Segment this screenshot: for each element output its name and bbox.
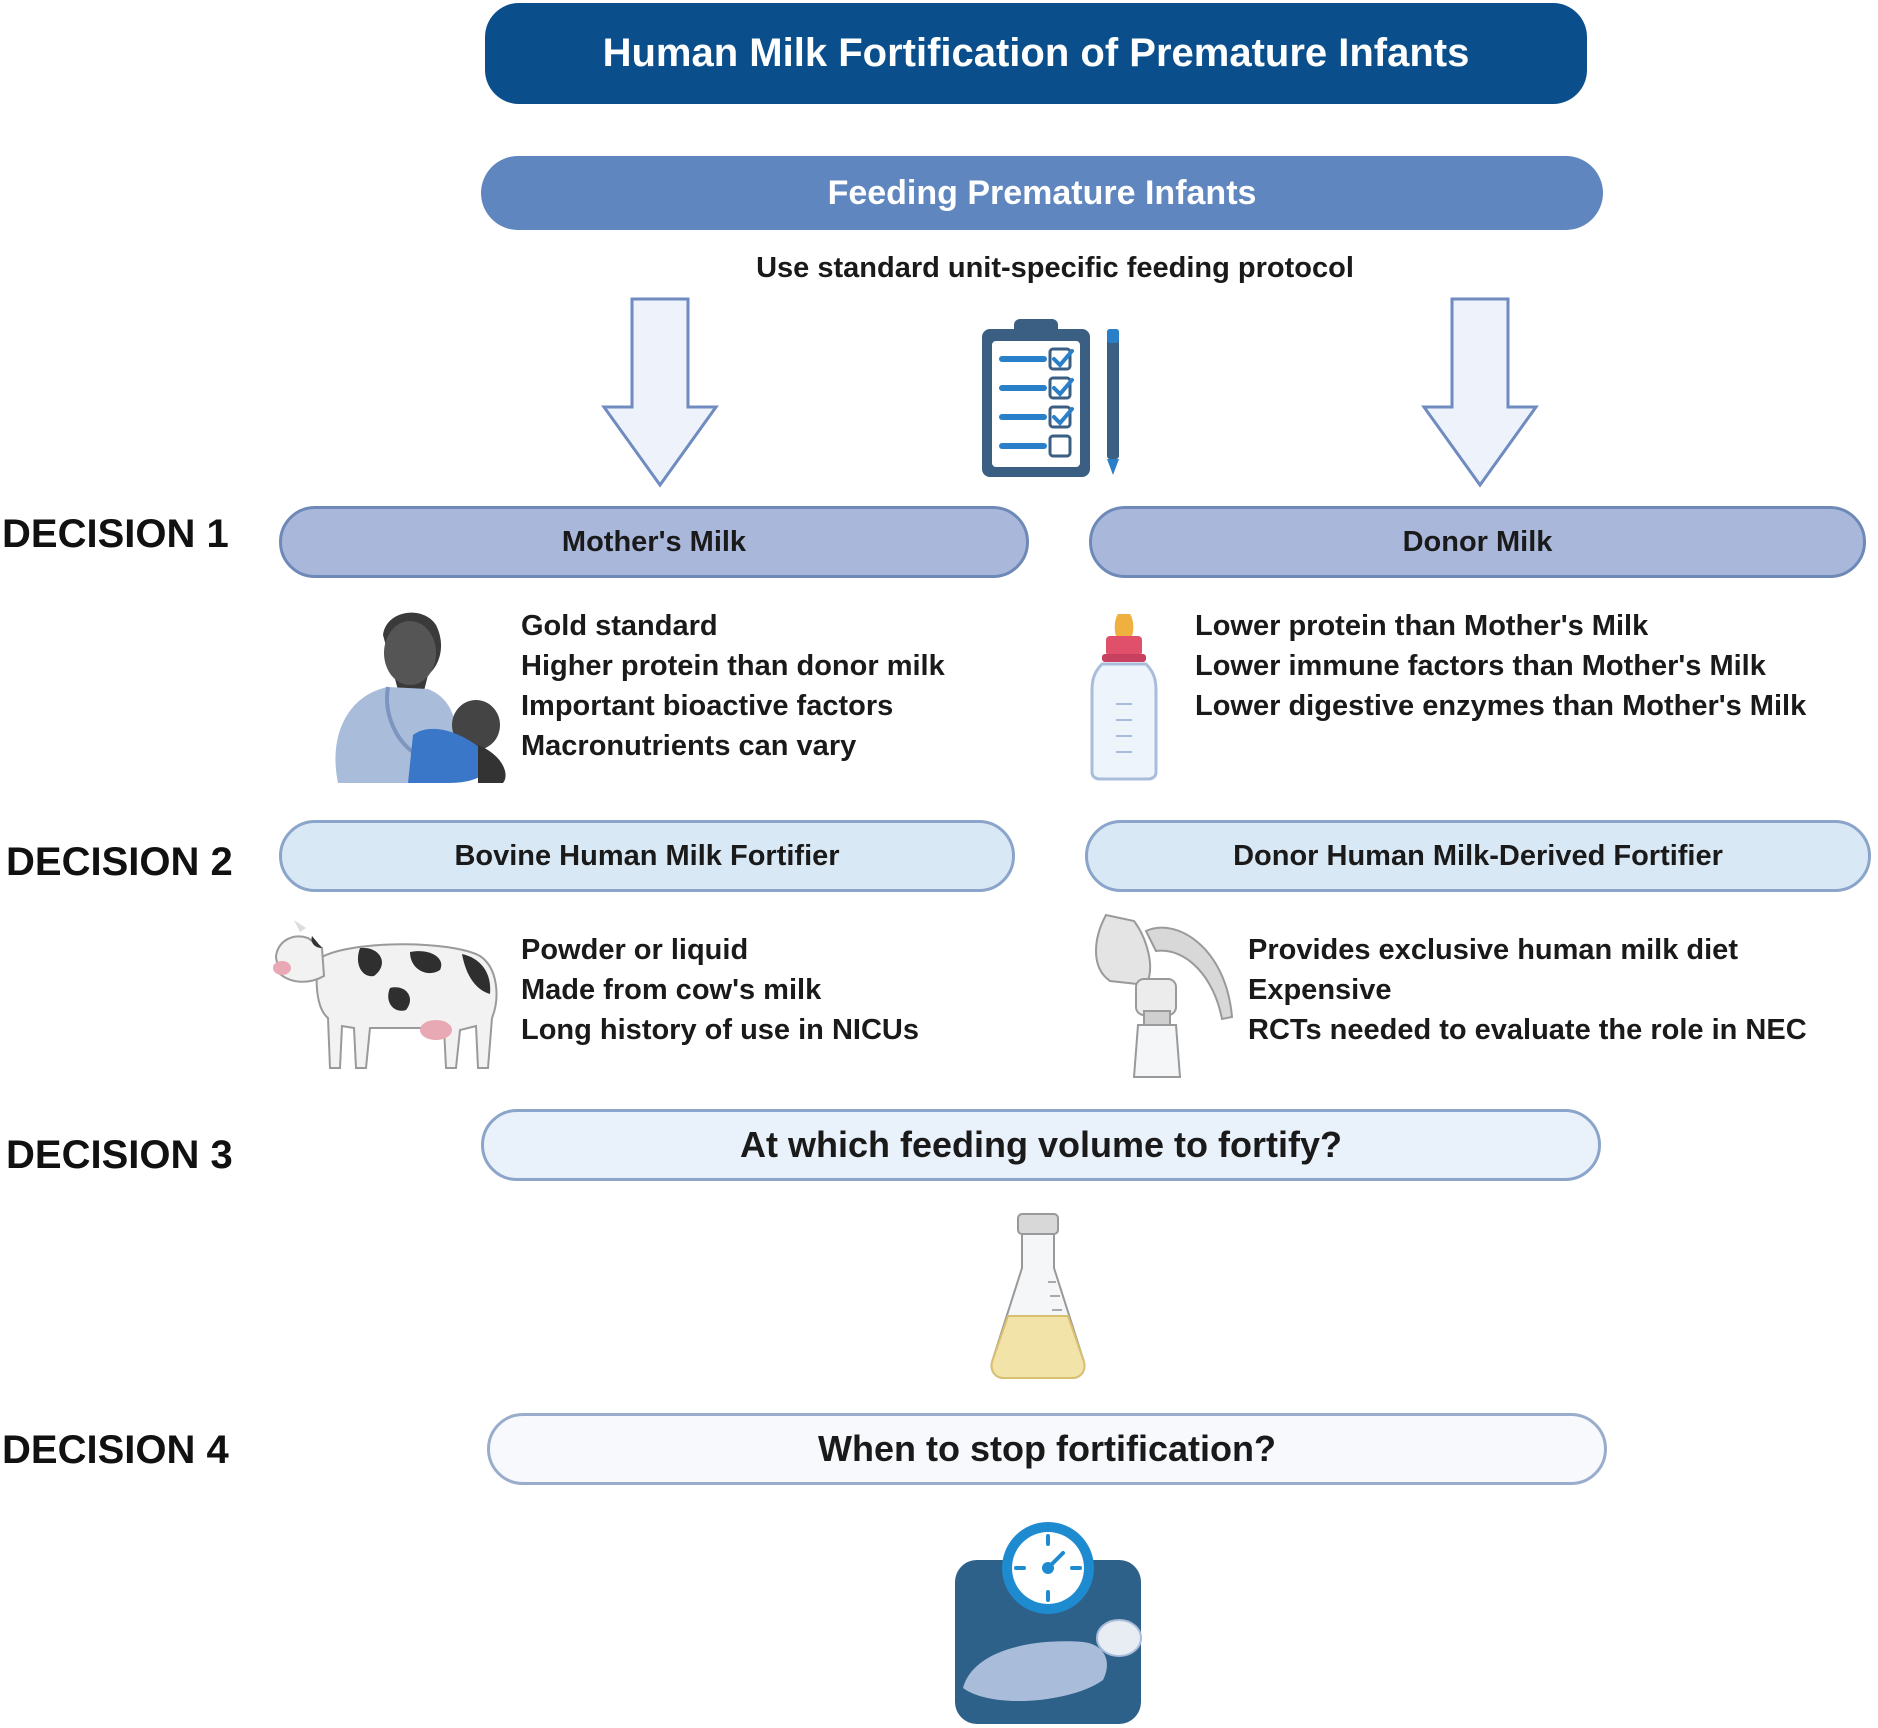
flask-icon: [990, 1213, 1086, 1379]
down-arrow-icon: [1421, 297, 1539, 488]
bovine-fortifier-label: Bovine Human Milk Fortifier: [454, 839, 840, 872]
list-item: Lower digestive enzymes than Mother's Mi…: [1195, 690, 1807, 722]
decision-4-question: When to stop fortification?: [818, 1428, 1276, 1469]
list-item: Lower protein than Mother's Milk: [1195, 610, 1649, 642]
breast-pump-icon: [1095, 913, 1234, 1078]
page-title: Human Milk Fortification of Premature In…: [602, 31, 1470, 75]
list-item: Provides exclusive human milk diet: [1248, 934, 1738, 966]
list-item: Lower immune factors than Mother's Milk: [1195, 650, 1766, 682]
list-item: Important bioactive factors: [521, 690, 894, 722]
infant-scale-icon: [955, 1522, 1142, 1724]
bovine-fortifier-points: Powder or liquid Made from cow's milk Lo…: [521, 930, 919, 1050]
list-item: Expensive: [1248, 974, 1392, 1006]
decision-3-label: DECISION 3: [6, 1133, 233, 1177]
list-item: Made from cow's milk: [521, 974, 822, 1006]
title-banner: Human Milk Fortification of Premature In…: [485, 3, 1587, 104]
donor-milk-points: Lower protein than Mother's Milk Lower i…: [1195, 606, 1806, 726]
list-item: RCTs needed to evaluate the role in NEC: [1248, 1014, 1807, 1046]
clipboard-checklist-icon: [982, 319, 1119, 477]
donor-fortifier-points: Provides exclusive human milk diet Expen…: [1248, 930, 1807, 1050]
list-item: Long history of use in NICUs: [521, 1014, 919, 1046]
donor-fortifier-label: Donor Human Milk-Derived Fortifier: [1233, 839, 1723, 872]
feeding-label: Feeding Premature Infants: [827, 173, 1257, 212]
decision-1-label: DECISION 1: [2, 512, 229, 556]
mothers-milk-points: Gold standard Higher protein than donor …: [521, 606, 945, 766]
feeding-subtitle: Use standard unit-specific feeding proto…: [756, 252, 1354, 284]
donor-fortifier-option: Donor Human Milk-Derived Fortifier: [1085, 820, 1871, 892]
decision-2-label: DECISION 2: [6, 840, 233, 884]
donor-milk-option: Donor Milk: [1089, 506, 1866, 578]
list-item: Macronutrients can vary: [521, 730, 857, 762]
decision-4-question-box: When to stop fortification?: [487, 1413, 1607, 1485]
decision-4-label: DECISION 4: [2, 1428, 229, 1472]
list-item: Gold standard: [521, 610, 718, 642]
donor-milk-label: Donor Milk: [1402, 525, 1553, 558]
list-item: Powder or liquid: [521, 934, 749, 966]
breastfeeding-mother-icon: [335, 612, 506, 783]
feeding-banner: Feeding Premature Infants: [481, 156, 1603, 230]
decision-3-question: At which feeding volume to fortify?: [740, 1124, 1342, 1165]
baby-bottle-icon: [1090, 614, 1158, 781]
cow-icon: [273, 920, 498, 1069]
mothers-milk-option: Mother's Milk: [279, 506, 1029, 578]
bovine-fortifier-option: Bovine Human Milk Fortifier: [279, 820, 1015, 892]
decision-3-question-box: At which feeding volume to fortify?: [481, 1109, 1601, 1181]
down-arrow-icon: [601, 297, 719, 488]
mothers-milk-label: Mother's Milk: [561, 525, 747, 558]
list-item: Higher protein than donor milk: [521, 650, 945, 682]
